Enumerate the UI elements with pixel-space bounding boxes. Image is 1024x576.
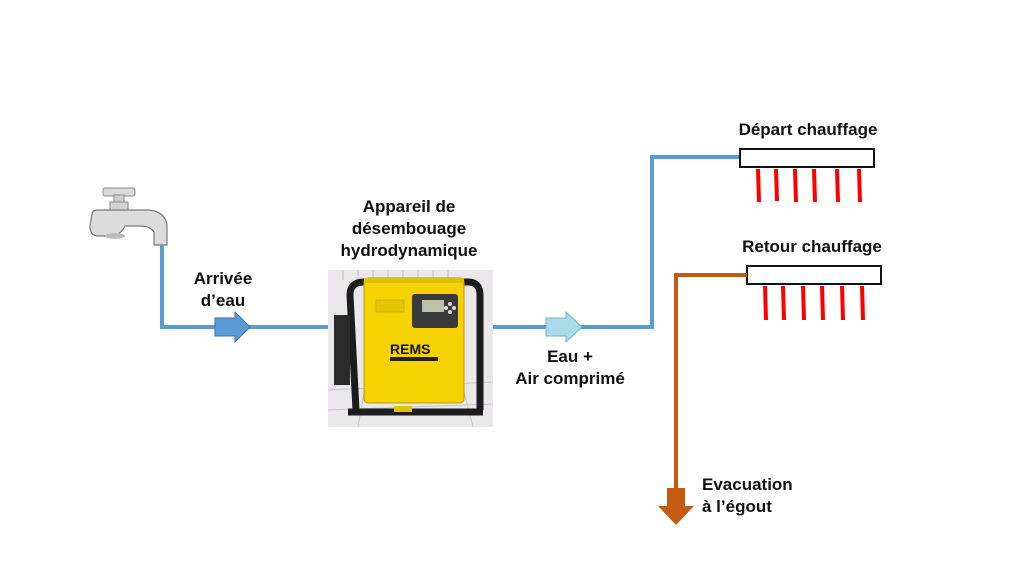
water-inlet-label: Arrivée d’eau: [186, 268, 260, 312]
supply-manifold-label: Départ chauffage: [738, 120, 878, 139]
supply-branch: [857, 168, 862, 203]
return-branches: [763, 285, 865, 321]
brand-logo: REMS: [390, 341, 430, 357]
faucet-icon: [89, 187, 168, 246]
drain-label-line1: Evacuation: [702, 475, 793, 494]
supply-branch: [835, 168, 840, 203]
output-label-line1: Eau +: [547, 347, 593, 366]
device-photo: REMS: [328, 270, 493, 427]
drain-label-line2: à l’égout: [702, 497, 772, 516]
return-branch: [820, 285, 825, 321]
outlet-arrow-icon: [545, 310, 583, 344]
water-inlet-label-line2: d’eau: [200, 291, 246, 310]
inlet-pipe: [160, 245, 330, 329]
return-branch: [860, 285, 865, 321]
device-label-line3: hydrodynamique: [340, 241, 478, 260]
device-label-line2: désembouage: [351, 219, 467, 238]
desludging-machine-image: REMS: [328, 270, 493, 427]
return-pipe: [674, 273, 747, 490]
supply-branch: [812, 168, 817, 203]
drain-arrow-icon: [658, 488, 694, 525]
supply-branch: [793, 168, 798, 203]
supply-manifold: [739, 148, 875, 168]
return-branch: [840, 285, 845, 321]
drain-label: Evacuation à l’égout: [702, 474, 793, 518]
supply-branch: [774, 168, 779, 202]
device-label-line1: Appareil de: [362, 197, 456, 216]
output-label: Eau + Air comprimé: [505, 346, 635, 390]
device-label: Appareil de désembouage hydrodynamique: [323, 196, 495, 262]
outlet-pipe: [493, 155, 740, 329]
supply-branch: [756, 168, 761, 203]
supply-branches: [756, 168, 862, 203]
inlet-arrow-icon: [214, 310, 251, 344]
return-branch: [763, 285, 768, 321]
return-branch: [781, 285, 786, 321]
water-inlet-label-line1: Arrivée: [193, 269, 253, 288]
return-manifold: [746, 265, 882, 285]
output-label-line2: Air comprimé: [515, 369, 625, 388]
return-branch: [801, 285, 806, 321]
return-manifold-label: Retour chauffage: [742, 237, 882, 256]
